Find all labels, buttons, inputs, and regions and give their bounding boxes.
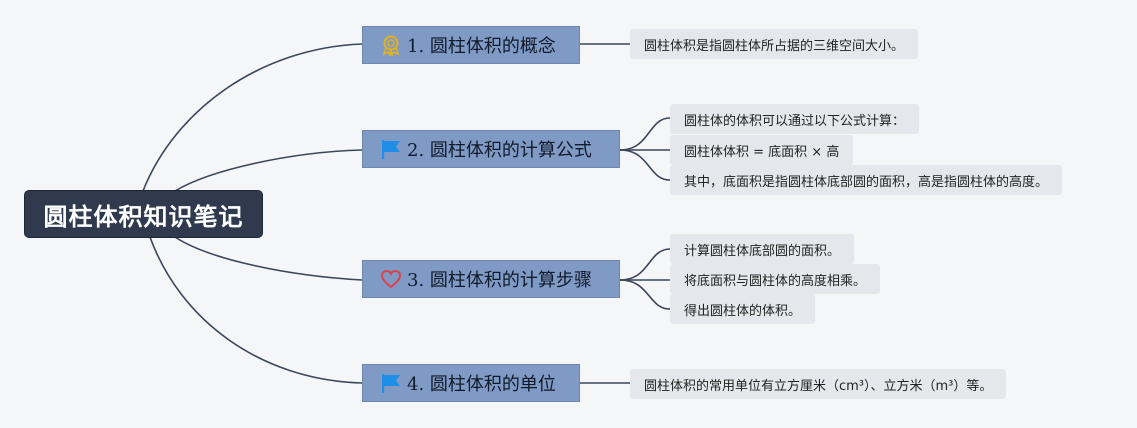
branch-3-label: 3. 圆柱体积的计算步骤 [407,270,592,291]
branch-topic-1[interactable]: 1. 圆柱体积的概念 [362,26,580,64]
leaf-text: 圆柱体的体积可以通过以下公式计算： [684,113,906,129]
branch-topic-4[interactable]: 4. 圆柱体积的单位 [362,364,580,402]
leaf-text: 圆柱体体积 = 底面积 × 高 [684,144,840,160]
leaf-text: 圆柱体积是指圆柱体所占据的三维空间大小。 [644,38,905,54]
root-branch-4-connector [149,236,363,384]
branch-2-leaf-2[interactable]: 圆柱体体积 = 底面积 × 高 [670,135,854,165]
flag-icon [379,137,403,161]
leaf-text: 将底面积与圆柱体的高度相乘。 [684,273,867,289]
leaf-text: 其中，底面积是指圆柱体底部圆的面积，高是指圆柱体的高度。 [684,174,1049,190]
root-title: 圆柱体积知识笔记 [43,202,244,231]
branch-topic-2[interactable]: 2. 圆柱体积的计算公式 [362,130,620,168]
heart-icon [379,267,403,291]
leaf-text: 计算圆柱体底部圆的面积。 [684,243,841,259]
branch-2-leaf-connector-3 [619,149,671,181]
root-topic[interactable]: 圆柱体积知识笔记 [25,191,262,237]
branch-3-leaf-3[interactable]: 得出圆柱体的体积。 [670,294,816,324]
branch-2-leaf-1[interactable]: 圆柱体的体积可以通过以下公式计算： [670,104,920,134]
leaf-text: 圆柱体积的常用单位有立方厘米（cm³）、立方米（m³）等。 [644,378,993,394]
root-branch-1-connector [142,43,363,192]
branch-3-leaf-1[interactable]: 计算圆柱体底部圆的面积。 [670,234,855,264]
branch-1-label: 1. 圆柱体积的概念 [407,36,556,57]
root-branch-3-connector [174,236,363,281]
branch-topic-3[interactable]: 3. 圆柱体积的计算步骤 [362,260,620,298]
root-branch-2-connector [174,149,363,192]
branch-4-leaf-1[interactable]: 圆柱体积的常用单位有立方厘米（cm³）、立方米（m³）等。 [630,369,1007,399]
branch-3-leaf-connector-1 [619,248,671,281]
branch-4-label: 4. 圆柱体积的单位 [407,374,556,395]
medal-icon [379,33,403,57]
branch-2-leaf-3[interactable]: 其中，底面积是指圆柱体底部圆的面积，高是指圆柱体的高度。 [670,165,1063,195]
leaf-text: 得出圆柱体的体积。 [684,303,802,319]
branch-3-leaf-2[interactable]: 将底面积与圆柱体的高度相乘。 [670,264,881,294]
branch-1-leaf-1[interactable]: 圆柱体积是指圆柱体所占据的三维空间大小。 [630,29,919,59]
branch-2-label: 2. 圆柱体积的计算公式 [407,140,592,161]
branch-3-leaf-connector-3 [619,279,671,310]
flag-icon [379,371,403,395]
branch-2-leaf-connector-1 [619,117,671,151]
